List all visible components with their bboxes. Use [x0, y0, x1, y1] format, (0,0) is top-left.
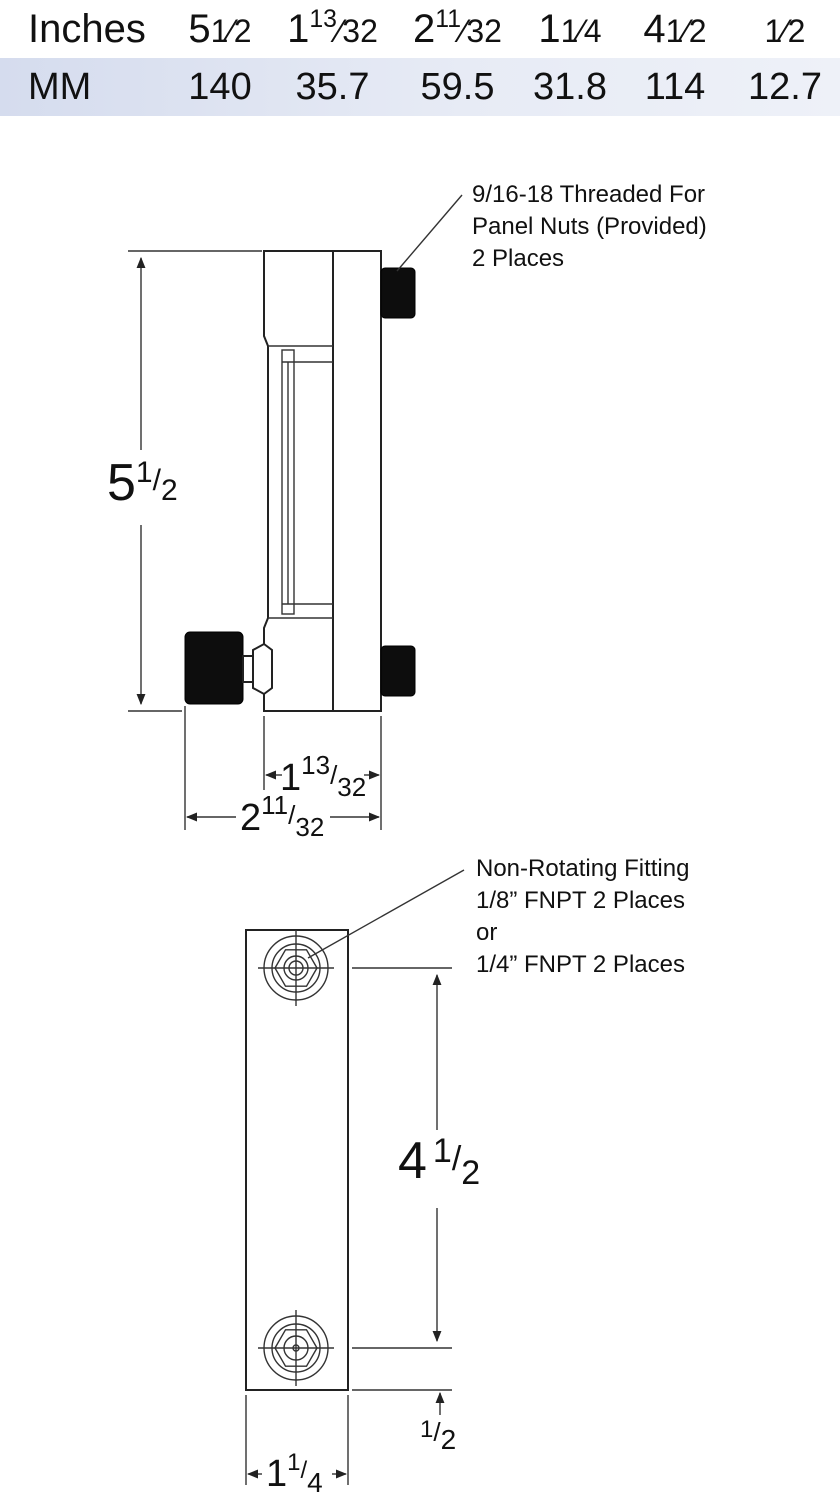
rear-plate	[332, 250, 382, 712]
offset-dim-label: 1/2	[420, 1416, 456, 1455]
panel-nut-bottom	[380, 645, 416, 697]
fitting-callout-line-1: Non-Rotating Fitting	[476, 855, 689, 882]
inch-value-width: 11⁄4	[538, 6, 602, 51]
mm-value-width: 31.8	[533, 65, 607, 108]
valve-bonnet	[252, 642, 273, 696]
mm-label: MM	[28, 65, 92, 108]
mm-row: MM 140 35.7 59.5 31.8 114 12.7	[0, 58, 840, 116]
height-dim-label: 51/2	[107, 454, 178, 512]
inch-value-depth: 113⁄32	[287, 5, 378, 51]
valve-knob	[184, 631, 244, 705]
panel-nut-callout-line-3: 2 Places	[472, 245, 564, 272]
width-dim-label: 11/4	[266, 1449, 323, 1498]
mm-value-offset: 12.7	[748, 65, 822, 108]
inches-row: Inches 51⁄2 113⁄32 211⁄32 11⁄4 41⁄2 1⁄2	[0, 0, 840, 58]
conversion-table: Inches 51⁄2 113⁄32 211⁄32 11⁄4 41⁄2 1⁄2 …	[0, 0, 840, 116]
panel-nut-top	[380, 267, 416, 319]
mm-value-height: 140	[188, 65, 252, 108]
inch-value-spacing: 41⁄2	[643, 6, 707, 51]
sight-tube	[281, 349, 295, 615]
fitting-bottom	[258, 1310, 334, 1386]
fitting-top	[258, 930, 334, 1006]
rear-view: Non-Rotating Fitting 1/8” FNPT 2 Places …	[245, 855, 689, 1498]
mm-value-overall-depth: 59.5	[420, 65, 495, 108]
panel-nut-leader	[396, 194, 463, 272]
fitting-callout-line-3: or	[476, 919, 497, 946]
inch-value-overall-depth: 211⁄32	[413, 5, 502, 51]
overall-depth-dim-label: 211/32	[240, 790, 324, 842]
panel-nut-callout-line-1: 9/16-18 Threaded For	[472, 181, 705, 208]
inch-value-height: 51⁄2	[188, 6, 252, 51]
fitting-leader	[307, 869, 465, 959]
mm-value-depth: 35.7	[295, 65, 370, 108]
inch-value-offset: 1⁄2	[764, 12, 806, 49]
front-body	[263, 250, 334, 712]
mm-value-spacing: 114	[644, 65, 706, 108]
inches-label: Inches	[28, 6, 146, 51]
valve-stem	[242, 655, 254, 683]
depth-dim-label: 113/32	[280, 750, 366, 802]
fitting-callout-line-4: 1/4” FNPT 2 Places	[476, 951, 685, 978]
rear-panel	[245, 929, 349, 1391]
fitting-callout-line-2: 1/8” FNPT 2 Places	[476, 887, 685, 914]
side-view: 9/16-18 Threaded For Panel Nuts (Provide…	[107, 181, 707, 842]
panel-nut-callout-line-2: Panel Nuts (Provided)	[472, 213, 707, 240]
